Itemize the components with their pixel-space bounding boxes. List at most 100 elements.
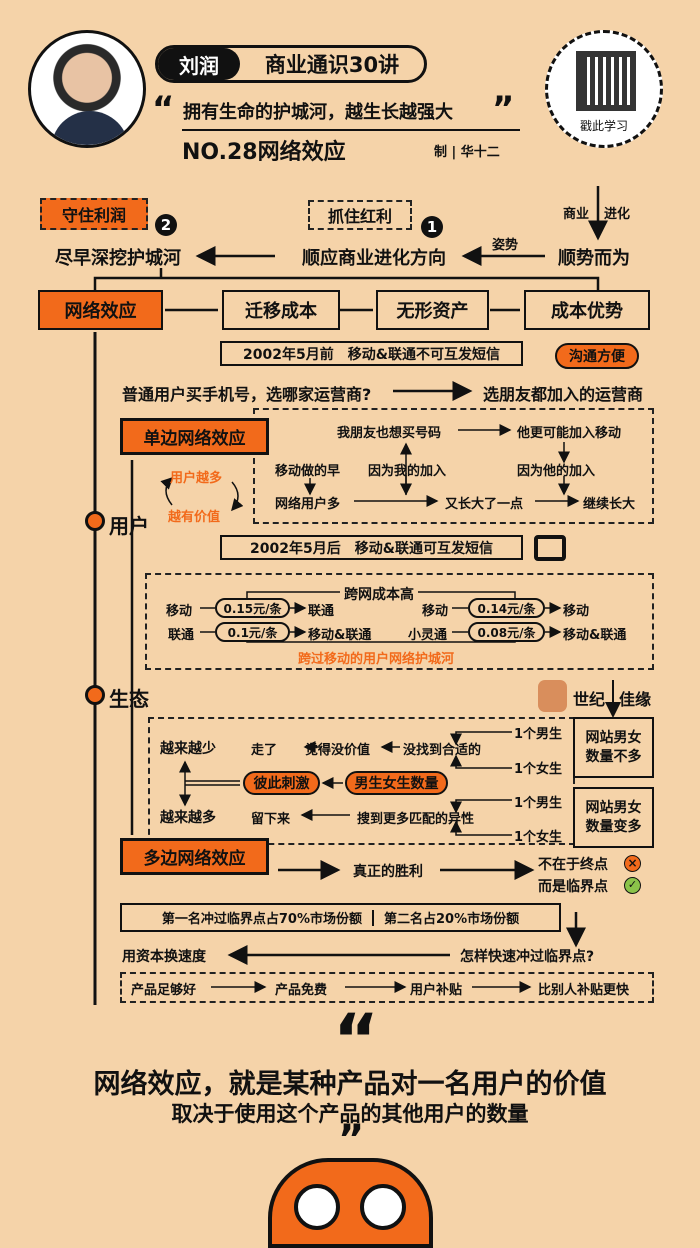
flow-because-me: 因为我的加入 [368,464,447,479]
author-name: 刘润 [158,48,240,80]
brand-a: 世纪 [573,690,606,709]
cross-cost-high: 跨网成本高 [340,584,418,604]
more-label: 越来越多 [160,810,216,826]
flow-early: 移动做的早 [275,464,341,479]
user-label: 用户 [109,514,149,538]
found-more-label: 搜到更多匹配的异性 [357,812,475,827]
check-icon: ✓ [624,877,641,894]
second-share: 第二名占20%市场份额 [384,912,520,927]
rate-from: 小灵通 [408,628,448,643]
gender-count-tag: 男生女生数量 [345,771,448,795]
header-quote: 拥有生命的护城河，越生长越强大 [183,102,453,123]
steps-box [120,972,654,1003]
keep-profit-label: 守住利润 [61,206,126,225]
callout-before-2002: 2002年5月前 移动&联通不可互发短信 [220,341,523,366]
footer-line-1: 网络效应，就是某种产品对一名用户的价值 [93,1069,607,1100]
dig-moat: 尽早深挖护城河 [55,248,181,269]
rate-to: 移动&联通 [563,628,627,643]
how-question: 怎样快速冲过临界点? [460,949,595,965]
critical-point: 而是临界点 [538,879,608,895]
share-divider [372,909,374,926]
qr-code-icon [576,51,636,111]
girl-label: 1个女生 [514,830,563,845]
eco-node-dot [85,685,105,705]
flow-he-more: 他更可能加入移动 [517,426,622,441]
evolve-label: 进化 [604,207,631,222]
moat-intangible-assets: 无形资产 [376,290,489,330]
not-endpoint: 不在于终点 [538,857,608,873]
cross-icon: × [624,855,641,872]
boy-label: 1个男生 [514,796,563,811]
moat-cost-advantage: 成本优势 [524,290,650,330]
no-value-label: 觉得没价值 [305,743,371,758]
user-question: 普通用户买手机号，选哪家运营商? [122,385,372,404]
step-1-badge: 1 [421,216,443,238]
user-answer: 选朋友都加入的运营商 [483,385,644,404]
market-share-box: 第一名冲过临界点占70%市场份额 第二名占20%市场份额 [120,903,561,932]
flow-because-him: 因为他的加入 [517,464,596,479]
grab-bonus-label: 抓住红利 [327,207,392,226]
flow-many-users: 网络用户多 [275,497,341,512]
flow-friend: 我朋友也想买号码 [337,426,442,441]
step-item: 用户补贴 [410,983,463,998]
stimulate-tag: 彼此刺激 [243,771,320,795]
first-share: 第一名冲过临界点占70%市场份额 [161,912,362,927]
quote-close-icon: ” [492,89,515,129]
moat-cross-label: 跨过移动的用户网络护城河 [294,648,459,667]
fewer-label: 越来越少 [160,741,216,757]
user-node-dot [85,511,105,531]
biz-label: 商业 [563,207,590,222]
many-users-box: 网站男女数量变多 [573,787,654,848]
footer-quote-open-icon: “ [333,999,380,1081]
grab-bonus-tag: 抓住红利 [308,200,412,230]
brand-b: 佳缘 [619,690,652,709]
posture-label: 姿势 [492,238,519,253]
rate-price: 0.15元/条 [215,598,290,618]
jiayuan-logo-icon [538,680,567,712]
eco-box [148,717,575,845]
rate-to: 移动&联通 [308,628,372,643]
capital-speed: 用资本换速度 [122,949,206,965]
rate-from: 联通 [168,628,195,643]
message-icon [534,535,566,561]
rate-price: 0.1元/条 [215,622,290,642]
rate-to: 移动 [563,604,590,619]
girl-label: 1个女生 [514,762,563,777]
moat-network-effect: 网络效应 [38,290,163,330]
header-divider [182,129,520,131]
keep-profit-tag: 守住利润 [40,198,148,230]
credit: 制 | 华十二 [434,145,500,160]
rate-from: 移动 [422,604,449,619]
flow-keep-growing: 继续长大 [583,497,636,512]
qr-bubble[interactable]: 戳此学习 [545,30,663,148]
qr-label: 戳此学习 [579,119,628,133]
few-users-box: 网站男女数量不多 [573,717,654,778]
go-with-trend: 顺势而为 [558,248,630,269]
step-item: 比别人补贴更快 [538,983,630,998]
footer-line-2: 取决于使用这个产品的其他用户的数量 [171,1102,529,1126]
quote-open-icon: “ [152,89,175,129]
convenient-tag: 沟通方便 [555,343,639,369]
more-users: 用户越多 [170,471,223,486]
one-sided-box [253,408,654,524]
multi-sided-effect-label: 多边网络效应 [120,838,269,875]
one-sided-effect-label: 单边网络效应 [120,418,269,455]
footer-quote-close-icon: ” [338,1117,365,1163]
rate-from: 移动 [166,604,193,619]
rate-price: 0.14元/条 [468,598,545,618]
follow-direction: 顺应商业进化方向 [302,248,446,269]
flow-grew: 又长大了一点 [445,497,524,512]
sms-price-box [145,573,654,670]
more-value: 越有价值 [168,510,221,525]
stay-label: 留下来 [251,812,291,827]
moat-bracket [93,276,600,292]
rate-to: 联通 [308,604,335,619]
callout-after-2002: 2002年5月后 移动&联通可互发短信 [220,535,523,560]
series-title: 商业通识30讲 [264,53,400,77]
not-found-label: 没找到合适的 [403,743,482,758]
real-victory: 真正的胜利 [353,864,423,880]
owl-mascot-icon [268,1158,433,1248]
episode-title: NO.28网络效应 [182,140,346,165]
series-pill: 刘润 商业通识30讲 [155,45,427,83]
eco-label: 生态 [109,687,149,711]
